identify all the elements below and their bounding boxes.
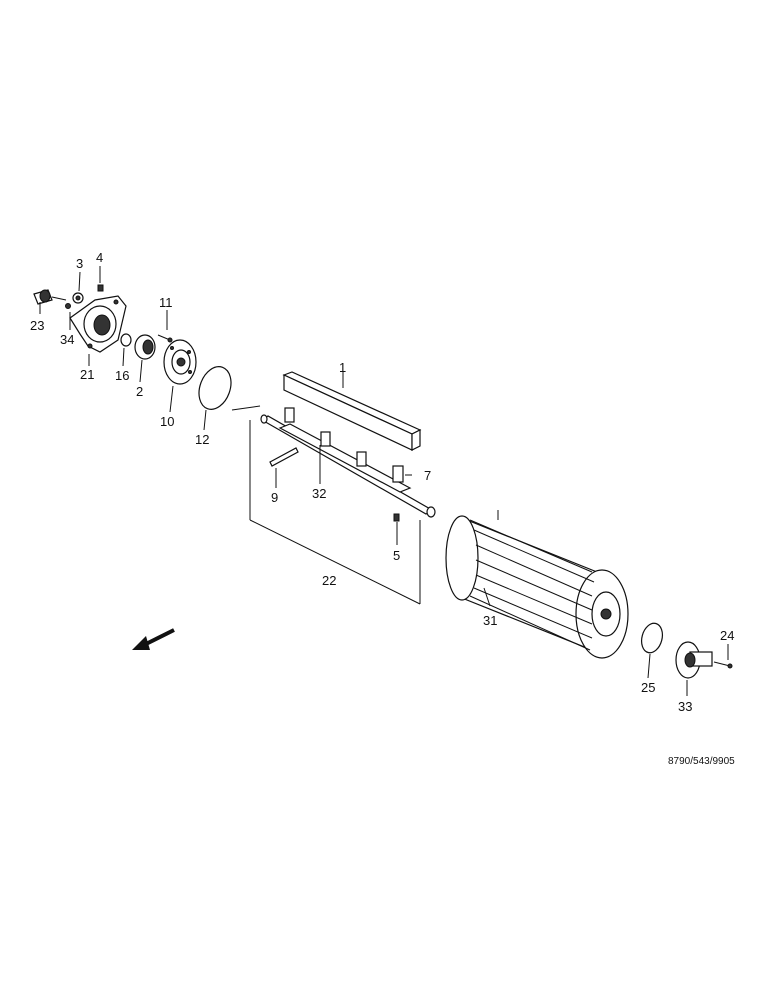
screw-part-4 <box>97 284 104 292</box>
callout-5: 5 <box>393 548 400 563</box>
callout-21: 21 <box>80 367 94 382</box>
diagram-reference-code: 8790/543/9905 <box>668 756 735 767</box>
callout-24: 24 <box>720 628 734 643</box>
end-plate-part-10 <box>163 339 197 385</box>
o-ring-part-25 <box>640 622 664 654</box>
shaft-part-32 <box>260 414 436 518</box>
bearing-part-2 <box>134 334 156 360</box>
nut-part-3 <box>72 292 84 304</box>
callout-16: 16 <box>115 368 129 383</box>
callout-31: 31 <box>483 613 497 628</box>
pin-part-9 <box>269 447 299 467</box>
flange-housing-part-21 <box>69 295 127 353</box>
leader-lines <box>39 266 729 696</box>
callout-25: 25 <box>641 680 655 695</box>
callout-2: 2 <box>136 384 143 399</box>
drum-part-31 <box>445 510 629 659</box>
screw-part-5 <box>393 513 400 522</box>
callout-12: 12 <box>195 432 209 447</box>
callout-10: 10 <box>160 414 174 429</box>
callout-3: 3 <box>76 256 83 271</box>
callout-11: 11 <box>159 295 173 310</box>
end-cap-part-33 <box>675 641 713 679</box>
bushing-parts <box>284 407 404 483</box>
callout-7: 7 <box>424 468 431 483</box>
callout-1: 1 <box>339 360 346 375</box>
callout-22: 22 <box>322 573 336 588</box>
callout-23: 23 <box>30 318 44 333</box>
screw-part-24 <box>713 661 733 669</box>
callout-9: 9 <box>271 490 278 505</box>
o-ring-part-12 <box>198 366 232 410</box>
callout-34: 34 <box>60 332 74 347</box>
assembly-22-bracket <box>231 405 421 605</box>
bolt-part-23 <box>33 289 67 305</box>
callout-4: 4 <box>96 250 103 265</box>
spacer-part-34 <box>65 303 71 309</box>
callout-32: 32 <box>312 486 326 501</box>
screw-part-11 <box>157 334 173 343</box>
beater-bar-part-1 <box>282 371 422 451</box>
callout-33: 33 <box>678 699 692 714</box>
direction-arrow-icon <box>132 628 175 650</box>
ring-part-16 <box>120 333 132 347</box>
